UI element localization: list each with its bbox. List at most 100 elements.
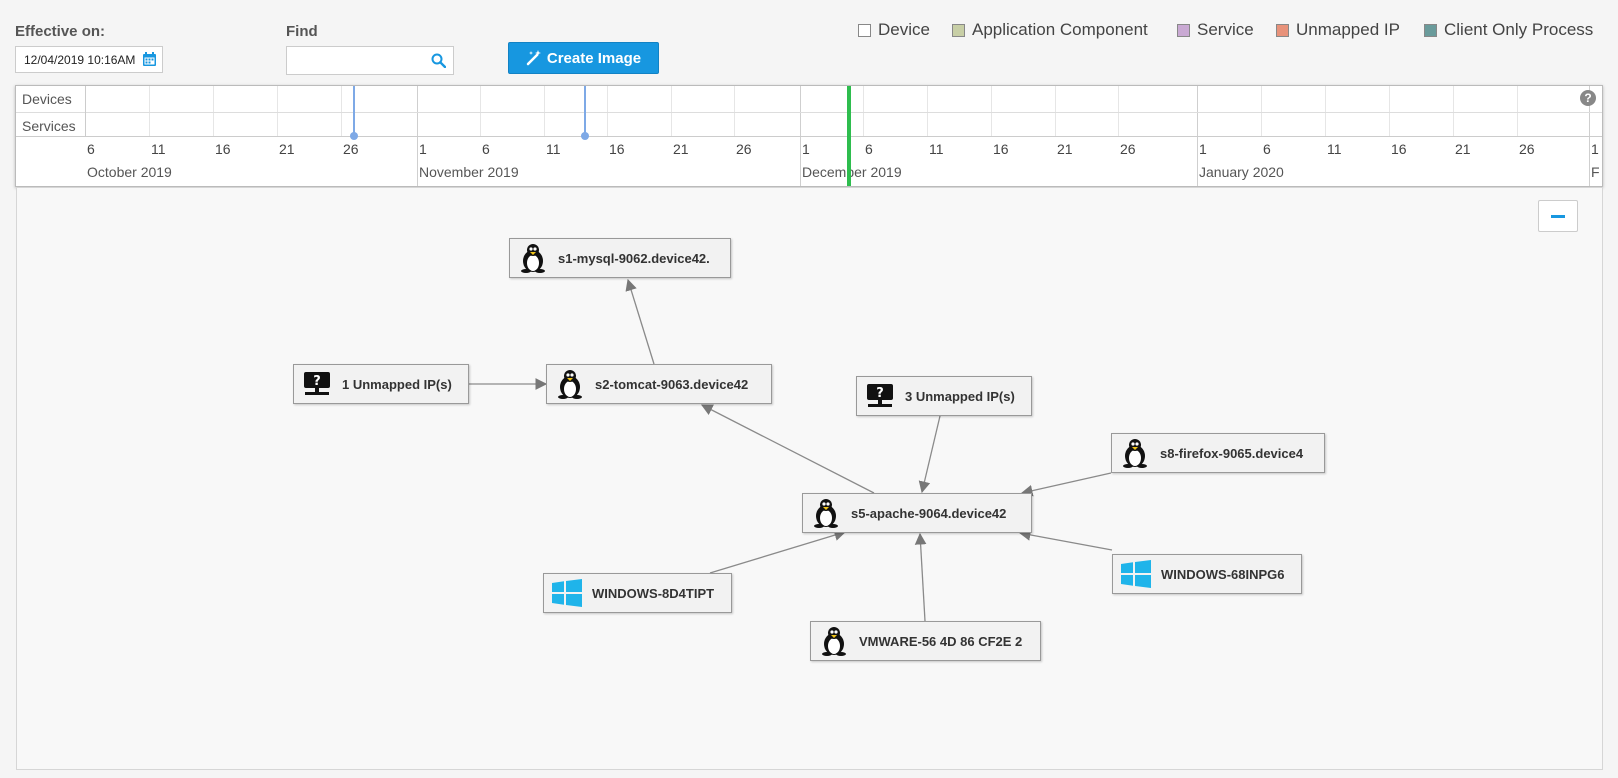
timeline-day-line [277,86,278,136]
graph-node-windows-8d4tipt[interactable]: WINDOWS-8D4TIPT [543,573,732,613]
timeline-month-label: December 2019 [802,164,902,180]
timeline-axis-divider [16,136,1602,137]
timeline-day-line [213,86,214,136]
zoom-out-button[interactable] [1538,200,1578,232]
graph-node-s8-firefox[interactable]: s8-firefox-9065.device4 [1111,433,1325,473]
minus-icon [1551,214,1565,218]
timeline-tick-label: 16 [1391,141,1407,157]
create-image-label: Create Image [546,49,642,67]
graph-edge [709,529,847,574]
timeline-day-line [480,86,481,136]
legend-client-only-process: Client Only Process [1424,20,1593,40]
linux-icon [518,243,548,273]
service-marker-line [584,86,586,136]
timeline-label-divider [85,86,86,136]
legend-unmapped-ip: Unmapped IP [1276,20,1400,40]
legend-unmapped-ip-swatch [1276,23,1289,37]
timeline-day-line [1453,86,1454,136]
timeline-month-label: F [1591,164,1600,180]
timeline-day-line [671,86,672,136]
help-icon[interactable]: ? [1580,90,1596,106]
service-marker-dot[interactable] [350,132,358,140]
graph-node-s2-tomcat[interactable]: s2-tomcat-9063.device42 [546,364,772,404]
timeline-day-line [863,86,864,136]
timeline-tick-label: 21 [673,141,689,157]
timeline-day-line [1055,86,1056,136]
legend-device-label: Device [878,20,930,39]
unmapped-ip-icon: ? [865,381,895,411]
graph-edge [625,278,655,365]
service-marker-dot[interactable] [581,132,589,140]
timeline-tick-label: 11 [929,141,944,157]
windows-icon [552,578,582,608]
timeline-day-line [1118,86,1119,136]
current-date-marker[interactable] [847,86,851,186]
node-label: s2-tomcat-9063.device42 [595,376,749,392]
linux-icon [555,369,585,399]
node-label: 3 Unmapped IP(s) [905,388,1015,404]
timeline-month-label: January 2020 [1199,164,1284,180]
legend-unmapped-ip-label: Unmapped IP [1296,20,1400,39]
find-input[interactable] [286,46,454,75]
create-image-button[interactable]: Create Image [508,42,659,74]
legend-service: Service [1177,20,1254,40]
timeline-tick-label: 11 [546,141,561,157]
timeline-day-line [1261,86,1262,136]
timeline-day-line [734,86,735,136]
legend-client-only-process-swatch [1424,23,1437,37]
timeline-tick-label: 1 [1591,141,1599,157]
node-label: s8-firefox-9065.device4 [1160,445,1304,461]
graph-node-1-unmapped-ip[interactable]: ? 1 Unmapped IP(s) [293,364,469,404]
timeline-tick-label: 16 [993,141,1009,157]
windows-icon [1121,559,1151,589]
svg-text:?: ? [876,386,884,401]
graph-edge [914,532,927,622]
effective-date-input[interactable]: 12/04/2019 10:16AM [15,46,163,73]
legend-application-component: Application Component [952,20,1148,40]
timeline-tick-label: 21 [1455,141,1471,157]
graph-edge [1018,529,1113,551]
timeline-tick-label: 21 [279,141,295,157]
calendar-icon[interactable] [143,52,156,66]
graph-edge [1020,472,1112,497]
timeline-tick-label: 26 [736,141,752,157]
timeline-tick-label: 16 [215,141,231,157]
legend-service-label: Service [1197,20,1254,39]
timeline-tick-label: 6 [865,141,873,157]
node-label: WINDOWS-8D4TIPT [592,585,715,601]
legend-device: Device [858,20,930,40]
dependency-graph-canvas[interactable] [16,187,1603,770]
effective-on-label: Effective on: [15,23,106,40]
unmapped-ip-icon: ? [302,369,332,399]
graph-edge [700,404,875,494]
timeline-day-line [1517,86,1518,136]
timeline-tick-label: 1 [1199,141,1207,157]
timeline-day-line [149,86,150,136]
timeline-row-services: Services [22,118,76,134]
graph-node-vmware[interactable]: VMWARE-56 4D 86 CF2E 2 [810,621,1041,661]
graph-node-s1-mysql[interactable]: s1-mysql-9062.device42. [509,238,731,278]
service-marker-line [353,86,355,136]
timeline-tick-label: 1 [802,141,810,157]
legend-application-component-swatch [952,23,965,37]
timeline-tick-label: 21 [1057,141,1073,157]
svg-text:?: ? [313,374,321,389]
legend-client-only-process-label: Client Only Process [1444,20,1594,39]
node-label: s1-mysql-9062.device42. [558,250,710,266]
magic-wand-icon [526,50,541,66]
timeline-tick-label: 11 [1327,141,1342,157]
timeline-day-line [1325,86,1326,136]
node-label: s5-apache-9064.device42 [851,505,1007,521]
graph-node-s5-apache[interactable]: s5-apache-9064.device42 [802,493,1032,533]
timeline-row-devices: Devices [22,91,72,107]
timeline-tick-label: 6 [482,141,490,157]
timeline-month-label: November 2019 [419,164,519,180]
graph-node-windows-68inpg6[interactable]: WINDOWS-68INPG6 [1112,554,1302,594]
find-label: Find [286,23,318,40]
timeline-day-line [341,86,342,136]
effective-date-value: 12/04/2019 10:16AM [24,52,136,67]
graph-node-3-unmapped-ip[interactable]: ? 3 Unmapped IP(s) [856,376,1032,416]
search-icon[interactable] [431,53,446,68]
